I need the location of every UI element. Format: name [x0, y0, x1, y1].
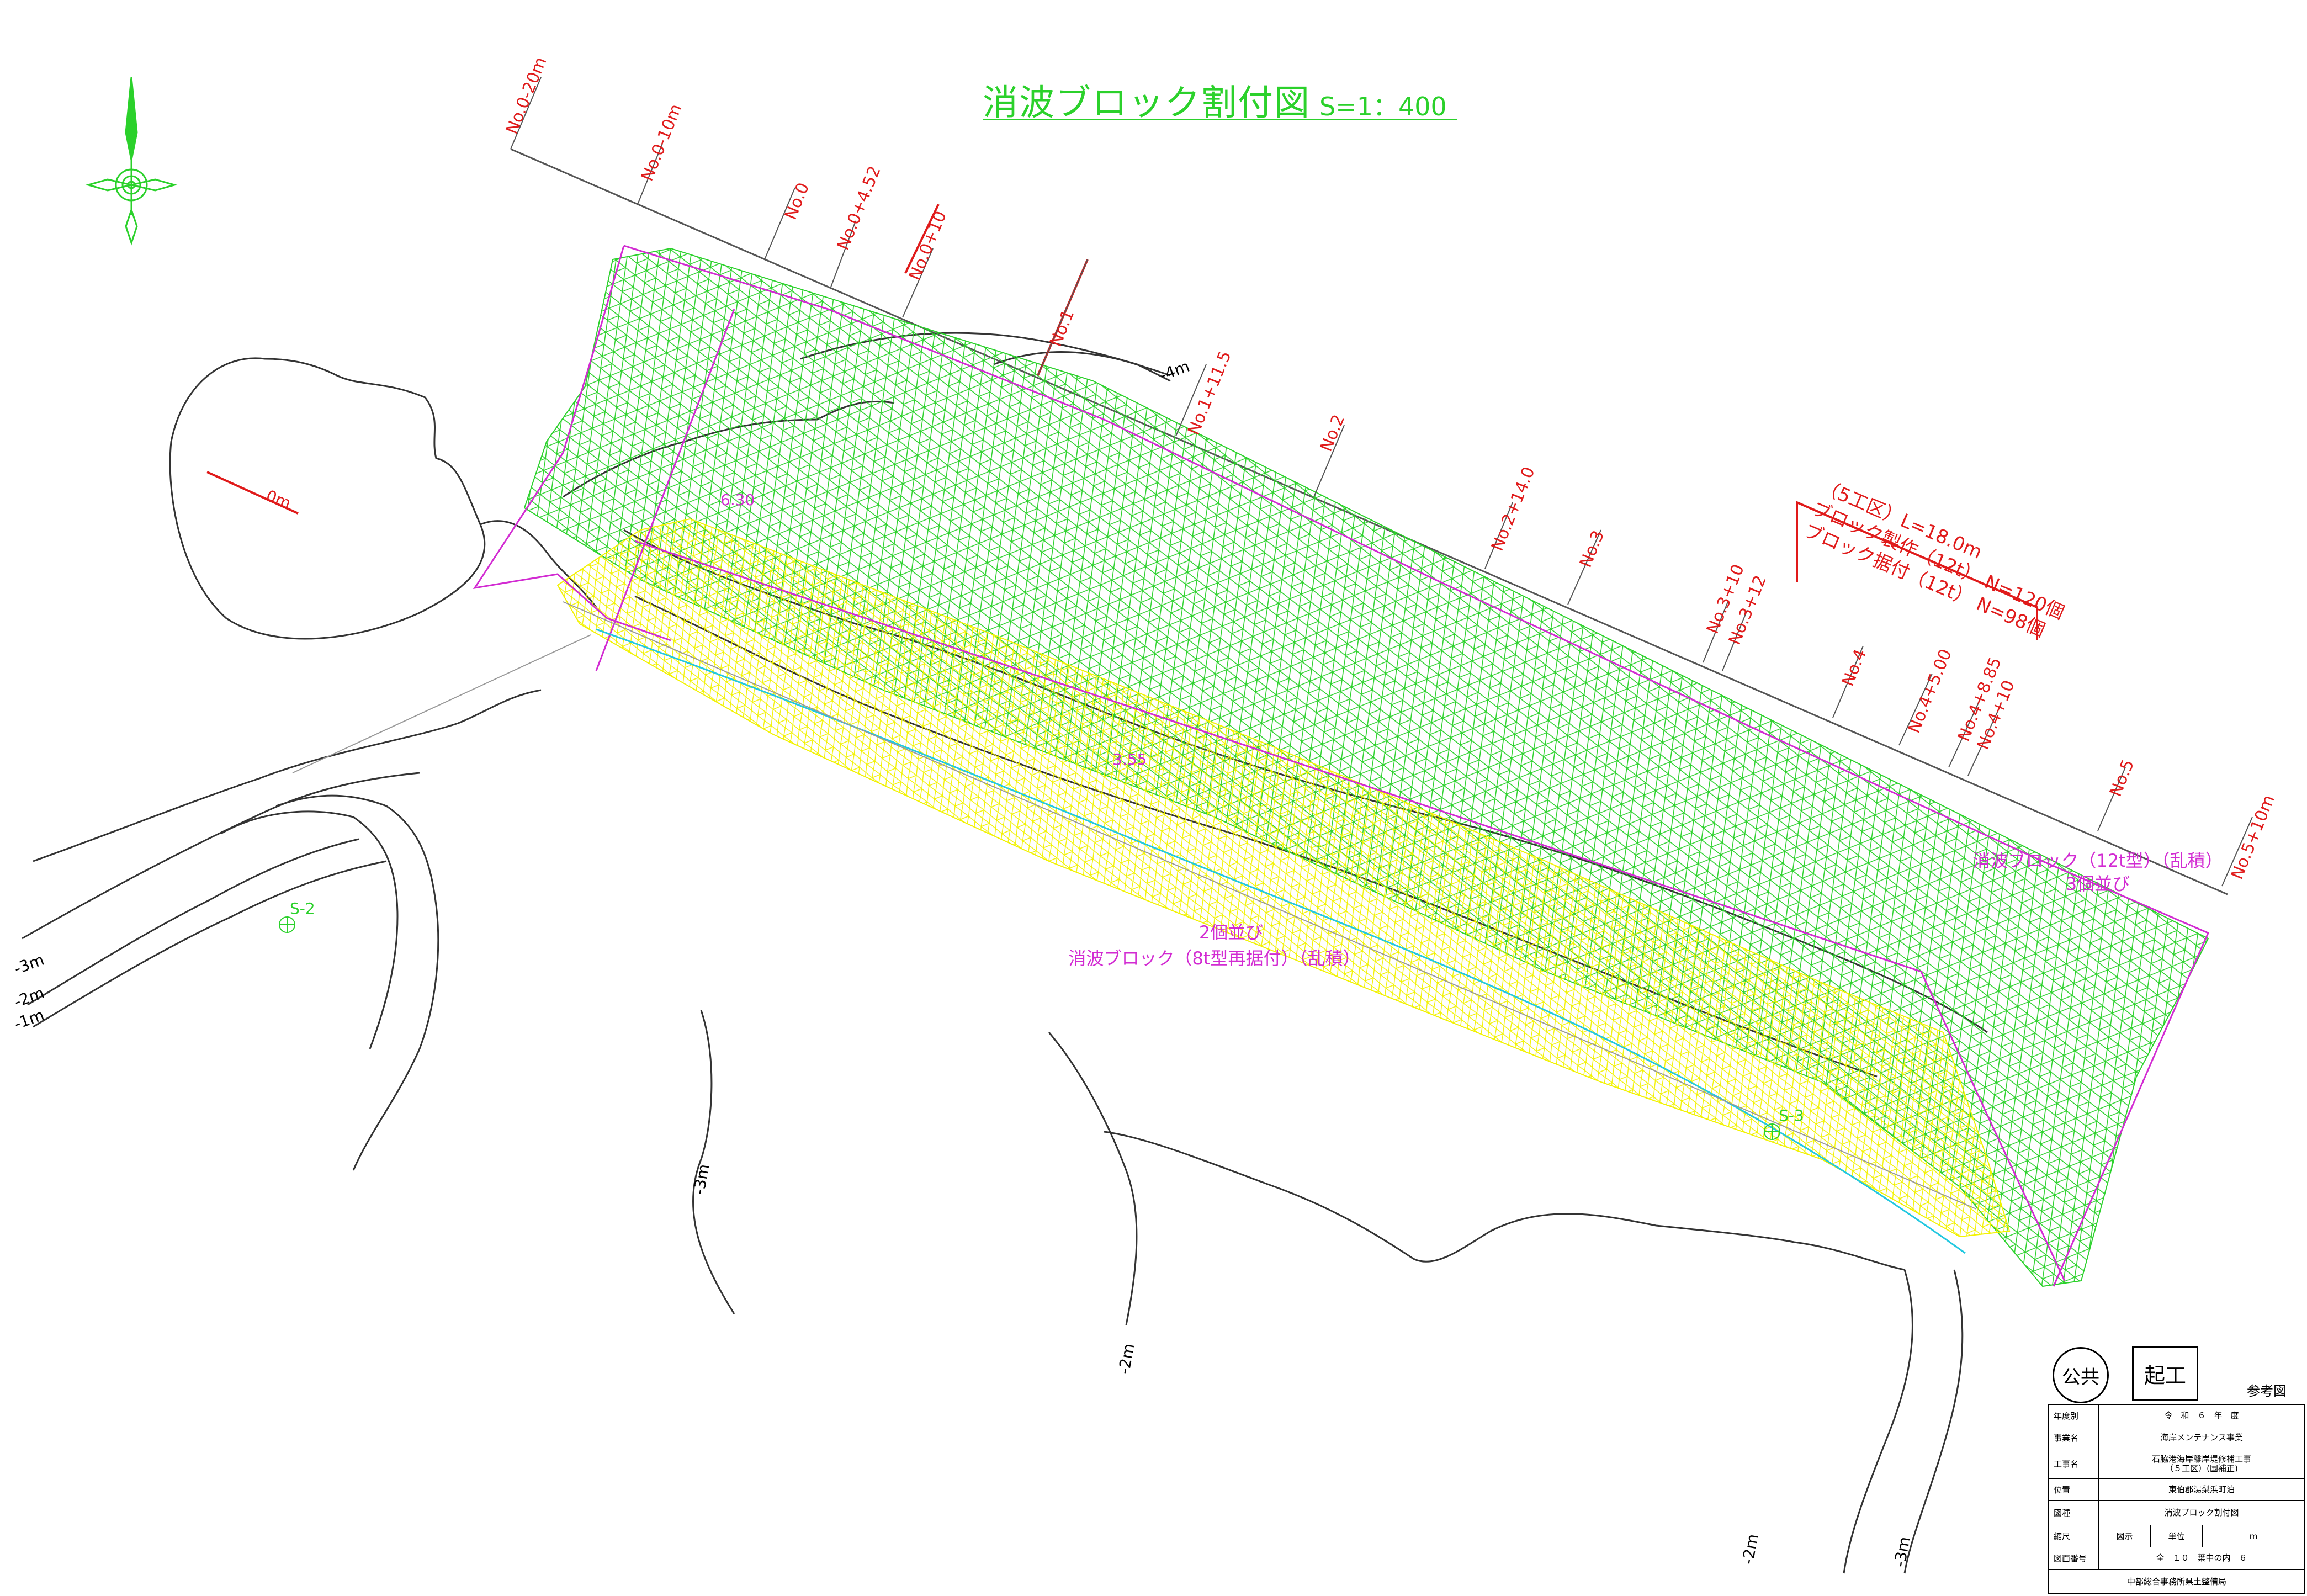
- contour-label: -3m: [12, 951, 46, 978]
- elevation-label: 6.30: [720, 491, 755, 509]
- yellow-block-area: [556, 518, 2011, 1238]
- yellow-block-count: 2個並び: [1199, 922, 1263, 943]
- station-label: No.0+10: [905, 208, 951, 283]
- row-key: 年度別: [2049, 1405, 2099, 1427]
- kiko-badge: 起工: [2132, 1346, 2198, 1401]
- row-key: 位置: [2049, 1479, 2099, 1500]
- green-block-count: 3個並び: [2066, 873, 2130, 894]
- title-block-row: 図種 消波ブロック割付図: [2049, 1501, 2304, 1525]
- title-block-row: 事業名 海岸メンテナンス事業: [2049, 1427, 2304, 1449]
- construction-outline: [473, 245, 2209, 1287]
- contour-label: -2m: [12, 984, 46, 1011]
- survey-points: [279, 916, 1780, 1140]
- station-label: No.4: [1838, 646, 1870, 689]
- contour-label: -2m: [1115, 1342, 1138, 1375]
- row-value: 消波ブロック割付図: [2164, 1508, 2239, 1518]
- section5-annotation: （5工区）L=18.0m ブロック製作（12t） N=120個 ブロック据付（1…: [1800, 475, 2067, 641]
- station-ticks: [510, 77, 2253, 887]
- station-label: No.0: [781, 180, 813, 222]
- station-label: No.1+11.5: [1184, 348, 1235, 438]
- drawing-title-main: 消波ブロック割付図: [983, 83, 1311, 124]
- contour-label: -2m: [1738, 1533, 1762, 1566]
- row-key: 工事名: [2049, 1449, 2099, 1478]
- unit-value: m: [2249, 1531, 2258, 1541]
- drawing-title-scale: S=1：400: [1319, 92, 1447, 121]
- green-block-type: 消波ブロック（12t型）（乱積）: [1972, 850, 2223, 871]
- offset-lines: [292, 601, 1977, 1210]
- cyan-line: [596, 628, 1966, 1254]
- row-key: 図面番号: [2049, 1547, 2099, 1569]
- survey-point-label: S-3: [1779, 1106, 1804, 1125]
- title-block-office-row: 中部総合事務所県土整備局: [2049, 1570, 2304, 1594]
- station-label: No.0-20m: [502, 54, 551, 137]
- row-key: 事業名: [2049, 1427, 2099, 1449]
- scale-label: 図示: [2099, 1525, 2151, 1547]
- row-key: 図種: [2049, 1501, 2099, 1525]
- title-block: 年度別 令 和 ６ 年 度 事業名 海岸メンテナンス事業 工事名 石脇港海岸離岸…: [2048, 1404, 2305, 1594]
- row-value: 石脇港海岸離岸堤修補工事 （５工区）(国補正): [2151, 1454, 2251, 1473]
- contour-label: -3m: [690, 1163, 713, 1196]
- survey-point-label: S-2: [290, 899, 315, 918]
- title-block-row: 年度別 令 和 ６ 年 度: [2049, 1405, 2304, 1427]
- station-label: No.4+5.00: [1905, 646, 1956, 736]
- title-block-row: 位置 東伯郡湯梨浜町泊: [2049, 1479, 2304, 1501]
- contour-label: -3m: [1890, 1535, 1913, 1568]
- unit-label: 単位: [2151, 1525, 2203, 1547]
- elevation-label: 3.55: [1112, 750, 1147, 768]
- drawing-title: 消波ブロック割付図 S=1：400: [983, 75, 1457, 124]
- station-label: No.1: [1046, 307, 1078, 349]
- yellow-block-type: 消波ブロック（8t型再据付）（乱積）: [1069, 948, 1361, 969]
- station-label: No.0+4.52: [834, 163, 885, 253]
- station-label: No.5: [2106, 757, 2138, 799]
- row-value: 令 和 ６ 年 度: [2164, 1411, 2239, 1420]
- block-labels: 消波ブロック（12t型）（乱積） 3個並び 2個並び 消波ブロック（8t型再据付…: [1069, 850, 2223, 969]
- row-key: 縮尺: [2049, 1525, 2099, 1547]
- reference-label: 参考図: [2247, 1383, 2287, 1399]
- elevation-labels: 6.30 3.55: [720, 491, 1147, 768]
- station-label: No.3: [1576, 528, 1608, 570]
- title-underline: [983, 119, 1457, 120]
- station-label: No.0-10m: [638, 101, 686, 184]
- office-name: 中部総合事務所県土整備局: [2126, 1576, 2226, 1587]
- contour-label: -4m: [1157, 357, 1192, 385]
- row-value: 海岸メンテナンス事業: [2160, 1433, 2243, 1443]
- north-arrow-icon: [85, 77, 178, 246]
- title-block-row-scale: 縮尺 図示 単位 m: [2049, 1525, 2304, 1547]
- section5-manufacture: ブロック製作（12t） N=120個: [1809, 497, 2067, 624]
- row-value: 全 １０ 葉中の内 ６: [2156, 1553, 2247, 1563]
- public-badge: 公共: [2053, 1347, 2109, 1403]
- station-label: No.2: [1317, 412, 1349, 454]
- contour-labels: 0m -4m -3m -2m -1m -3m -2m -2m -3m: [12, 357, 1913, 1569]
- row-value: 東伯郡湯梨浜町泊: [2168, 1484, 2235, 1494]
- station-label: No.5+10m: [2228, 792, 2279, 882]
- title-block-row: 工事名 石脇港海岸離岸堤修補工事 （５工区）(国補正): [2049, 1449, 2304, 1479]
- station-label: No.2+14.0: [1488, 464, 1539, 554]
- title-block-row: 図面番号 全 １０ 葉中の内 ６: [2049, 1547, 2304, 1570]
